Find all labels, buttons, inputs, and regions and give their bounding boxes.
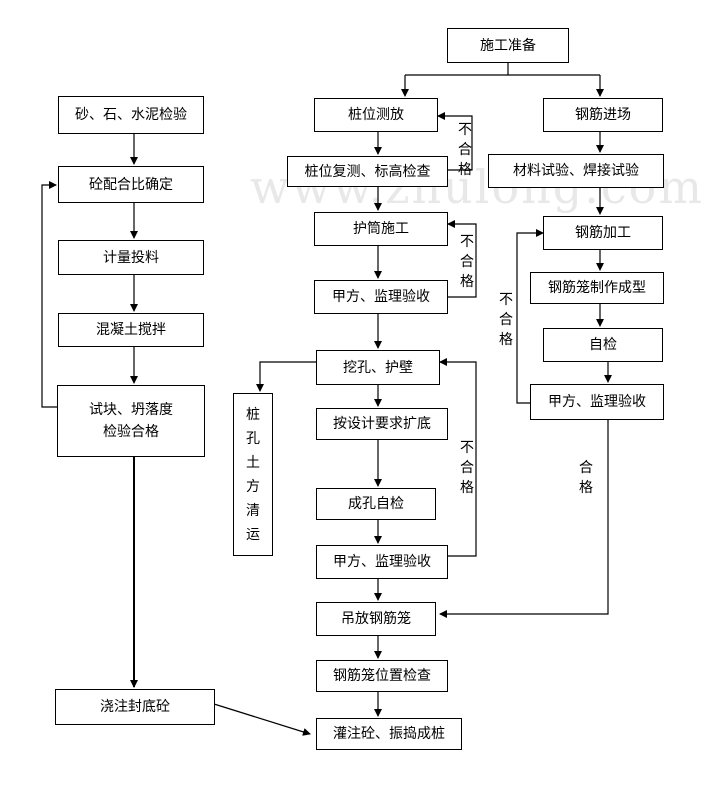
label-fail-1: 不 合 格	[458, 122, 472, 178]
node-self-check: 自检	[543, 328, 663, 362]
node-cage-make: 钢筋笼制作成型	[530, 272, 664, 304]
node-excavate: 挖孔、护壁	[316, 350, 440, 385]
node-casing: 护筒施工	[314, 212, 448, 246]
label-fail-4: 不 合 格	[499, 292, 513, 348]
node-pour-pile: 灌注砼、振捣成桩	[316, 718, 462, 750]
label-fail-3: 不 合 格	[460, 440, 474, 496]
node-material-test: 材料试验、焊接试验	[488, 154, 664, 188]
node-owner-check-1: 甲方、监理验收	[314, 280, 448, 314]
node-test-block: 试块、坍落度 检验合格	[57, 385, 205, 457]
node-hoist-cage: 吊放钢筋笼	[316, 602, 436, 636]
node-owner-check-3: 甲方、监理验收	[530, 384, 664, 420]
arrow-to-earth-removal	[256, 361, 316, 392]
node-mix-ratio: 砼配合比确定	[58, 166, 204, 203]
loop-fail-3	[439, 358, 477, 557]
node-pile-recheck: 桩位复测、标高检查	[287, 156, 448, 187]
loop-fail-2	[447, 220, 477, 298]
node-cage-position: 钢筋笼位置检查	[316, 660, 448, 692]
node-hole-selfcheck: 成孔自检	[316, 488, 436, 520]
node-rebar-process: 钢筋加工	[543, 216, 663, 250]
node-rebar-in: 钢筋进场	[543, 98, 663, 132]
node-owner-check-2: 甲方、监理验收	[316, 545, 448, 579]
node-start: 施工准备	[447, 28, 569, 63]
label-pass: 合 格	[579, 460, 593, 496]
node-enlarge: 按设计要求扩底	[316, 408, 448, 440]
arrow-pass-to-hoist	[439, 420, 609, 618]
arrow-pourbottom-pour	[213, 703, 311, 736]
node-mixing: 混凝土搅拌	[58, 313, 204, 347]
node-material-check: 砂、石、水泥检验	[58, 96, 204, 134]
node-pile-setout: 桩位测放	[314, 98, 438, 132]
loop-testblock-mix	[41, 181, 57, 408]
node-earth-removal: 桩 孔 土 方 清 运	[233, 393, 273, 556]
loop-fail-1	[437, 112, 473, 171]
loop-fail-4	[516, 229, 544, 404]
label-fail-2: 不 合 格	[460, 234, 474, 290]
node-metering: 计量投料	[58, 240, 204, 275]
node-pour-bottom: 浇注封底砼	[55, 689, 215, 725]
